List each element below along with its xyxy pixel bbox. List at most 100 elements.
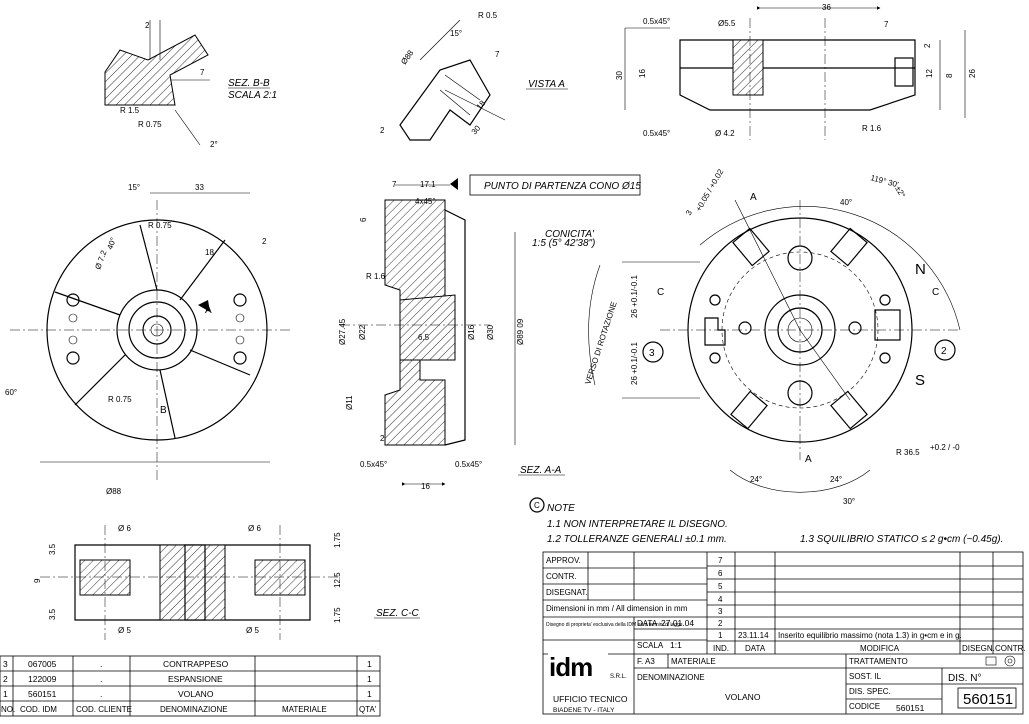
fl-a: A [205, 305, 212, 316]
tb-rev1-date: 23.11.14 [738, 631, 769, 640]
tb-dis-n-label: DIS. N° [948, 673, 981, 684]
sv-d7: 7 [884, 20, 889, 29]
tb-rev-2: 2 [718, 619, 723, 628]
tb-rev-3: 3 [718, 607, 723, 616]
sv-dia42: Ø 4.2 [715, 129, 735, 138]
fl-r075: R 0.75 [148, 221, 172, 230]
sv-d26: 26 [968, 69, 977, 78]
tb-contr-col: CONTR. [995, 644, 1026, 653]
tb-disegnat: DISEGNAT. [546, 588, 588, 597]
tb-denominazione-value: VOLANO [725, 692, 761, 702]
fr-c-left: C [657, 287, 664, 298]
bom-table: 3 067005 . CONTRAPPESO 1 2 122009 . ESPA… [0, 655, 381, 717]
aa-d7: 7 [392, 180, 397, 189]
aa-d2745: Ø27.45 [338, 318, 347, 345]
fl-r075b: R 0.75 [108, 395, 132, 404]
aa-title: SEZ. A-A [520, 465, 562, 476]
bom-cell: 1 [367, 659, 372, 669]
tb-denominazione-label: DENOMINAZIONE [637, 673, 705, 682]
fl-d72: Ø 7.2 [93, 249, 108, 271]
fl-d88: Ø88 [106, 487, 122, 496]
bom-cell: ESPANSIONE [168, 674, 223, 684]
bom-header: QTA' [359, 705, 377, 714]
fr-tol: ±2° [893, 185, 907, 200]
tb-city: BIADENE TV - ITALY [553, 707, 615, 714]
cc-d35a: 3.5 [48, 543, 57, 555]
tb-data-col: DATA [745, 644, 766, 653]
bom-cell: . [100, 689, 102, 699]
bb-title: SEZ. B-B [228, 78, 270, 89]
fl-b: B [160, 405, 167, 416]
bom-row: 1 560151 . VOLANO 1 [3, 689, 372, 699]
note-1-3: 1.3 SQUILIBRIO STATICO ≤ 2 g•cm (~0.45g)… [800, 534, 1003, 545]
sv-d30: 30 [615, 71, 624, 80]
bom-header: COD. CLIENTE [76, 705, 132, 714]
side-view: 0.5x45° Ø5.5 36 7 2 30 16 12 26 8 0.5x45… [615, 3, 977, 140]
aa-d6: 6 [359, 217, 368, 222]
bom-row: 2 122009 . ESPANSIONE 1 [3, 674, 372, 684]
aa-callout: PUNTO DI PARTENZA CONO Ø15 [484, 181, 641, 192]
sv-d36: 36 [822, 3, 831, 12]
fr-marker-2: 2 [941, 346, 947, 357]
sv-d8: 8 [945, 73, 954, 78]
fr-d26b: 26 +0.1/-0.1 [630, 342, 639, 385]
company-logo: idm S.R.L. [548, 652, 627, 682]
fl-d33: 33 [195, 183, 204, 192]
front-view-right: 119° 30' ±2° 40° 3 +0.05 / +0.02 A C C 2… [622, 167, 961, 506]
aa-chamfer-b: 0.5x45° [455, 460, 482, 469]
fl-d2: 2 [262, 237, 267, 246]
fr-r365-tol: +0.2 / -0 [930, 443, 960, 452]
aa-r16: R 1.6 [366, 272, 386, 281]
aa-conicita-val: 1:5 (5° 42'38") [532, 238, 595, 249]
fl-d18: 18 [205, 248, 214, 257]
bb-r15: R 1.5 [120, 106, 140, 115]
tb-approv: APPROV. [546, 556, 581, 565]
fr-a24a: 24° [750, 475, 762, 484]
tb-dimensioni: Dimensioni in mm / All dimension in mm [546, 604, 688, 613]
bom-cell: 067005 [28, 659, 57, 669]
aa-d2: 2 [380, 434, 385, 443]
bom-cell: CONTRAPPESO [163, 659, 229, 669]
bom-cell: 560151 [28, 689, 57, 699]
cc-d6b: Ø 6 [248, 524, 261, 533]
fr-a30: 30° [843, 497, 855, 506]
bom-header: DENOMINAZIONE [160, 705, 228, 714]
aa-d11: Ø11 [345, 395, 354, 410]
fr-r365: R 36.5 [896, 448, 920, 457]
fr-c-right: C [932, 287, 939, 298]
section-bb-view: 2 7 SEZ. B-B SCALA 2:1 R 1.5 R 0.75 2° [104, 20, 277, 149]
title-block: APPROV. CONTR. DISEGNAT. Dimensioni in m… [542, 551, 1026, 715]
fr-a24b: 24° [830, 475, 842, 484]
va-r05: R 0.5 [478, 11, 498, 20]
bom-cell: 1 [3, 689, 8, 699]
sv-d16: 16 [638, 69, 647, 78]
tb-sost: SOST. IL [849, 672, 882, 681]
aa-d30: Ø30 [486, 324, 495, 340]
tb-rev-5: 5 [718, 582, 723, 591]
cc-title: SEZ. C-C [376, 608, 420, 619]
tb-materiale: MATERIALE [671, 657, 716, 666]
va-d30: 30 [470, 123, 483, 136]
fl-a40: 40° [105, 236, 118, 250]
notes-heading: NOTE [547, 503, 575, 514]
va-d7: 7 [495, 50, 500, 59]
tb-data-value: 27.01.04 [661, 618, 694, 628]
notes-block: C NOTE 1.1 NON INTERPRETARE IL DISEGNO. … [529, 497, 1003, 545]
aa-4x45: 4x45° [415, 197, 436, 206]
sv-dia55: Ø5.5 [718, 19, 736, 28]
tb-rev-7: 7 [718, 556, 723, 565]
tb-rev-6: 6 [718, 569, 723, 578]
bom-cell: 1 [367, 689, 372, 699]
tb-ind: IND. [713, 644, 729, 653]
aa-d89: Ø89 09 [516, 318, 525, 345]
projection-symbol-icon [985, 655, 1016, 667]
tb-rev-1: 1 [718, 631, 723, 640]
fl-angle-15: 15° [128, 183, 140, 192]
cc-d5b: Ø 5 [246, 626, 259, 635]
tb-contr: CONTR. [546, 572, 577, 581]
tb-trattamento: TRATTAMENTO [849, 657, 908, 666]
bom-header-row: NO. COD. IDM COD. CLIENTE DENOMINAZIONE … [1, 705, 377, 714]
fr-marker-3: 3 [649, 348, 655, 359]
va-ang15: 15° [450, 29, 462, 38]
